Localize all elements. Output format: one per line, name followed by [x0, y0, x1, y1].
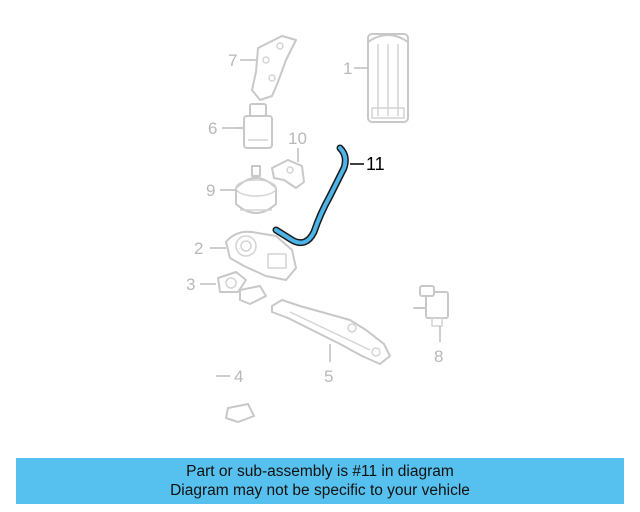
- callout-3-number: 3: [186, 275, 195, 294]
- callout-10: 10: [288, 129, 307, 162]
- callout-10-number: 10: [288, 129, 307, 148]
- callout-11: 11: [350, 154, 385, 174]
- callout-1: 1: [343, 59, 368, 78]
- callout-4-number: 4: [234, 367, 243, 386]
- callout-2: 2: [194, 239, 226, 258]
- callout-9: 9: [206, 181, 236, 200]
- banner-line-1: Part or sub-assembly is #11 in diagram: [186, 463, 454, 480]
- part-11-vacuum-hose: [272, 144, 349, 247]
- callout-7-number: 7: [228, 51, 237, 70]
- callout-1-number: 1: [343, 59, 352, 78]
- part-2-egr-valve: [225, 230, 297, 281]
- callout-3: 3: [186, 275, 216, 294]
- info-banner: Part or sub-assembly is #11 in diagram D…: [16, 458, 624, 504]
- callout-4: 4: [216, 367, 243, 386]
- callout-11-number: 11: [366, 154, 385, 174]
- callout-8: 8: [434, 326, 443, 366]
- callout-7: 7: [228, 51, 256, 70]
- callout-8-number: 8: [434, 347, 443, 366]
- callout-5-number: 5: [324, 367, 333, 386]
- part-9-reservoir: [235, 165, 277, 214]
- part-8-solenoid: [413, 285, 449, 327]
- part-6-valve: [235, 103, 273, 149]
- callout-5: 5: [324, 344, 333, 386]
- callout-6-number: 6: [208, 119, 217, 138]
- part-3-gasket: [217, 271, 247, 293]
- callout-9-number: 9: [206, 181, 215, 200]
- callout-6: 6: [208, 119, 236, 138]
- part-10-bracket: [271, 159, 305, 189]
- part-5-cooler: [271, 299, 391, 365]
- part-1-canister: [367, 33, 409, 123]
- part-4-egr-tube: [211, 285, 267, 423]
- callout-2-number: 2: [194, 239, 203, 258]
- banner-line-2: Diagram may not be specific to your vehi…: [170, 482, 470, 499]
- part-7-bracket: [251, 35, 297, 101]
- parts-diagram: 1 7 6 10 9: [186, 33, 449, 423]
